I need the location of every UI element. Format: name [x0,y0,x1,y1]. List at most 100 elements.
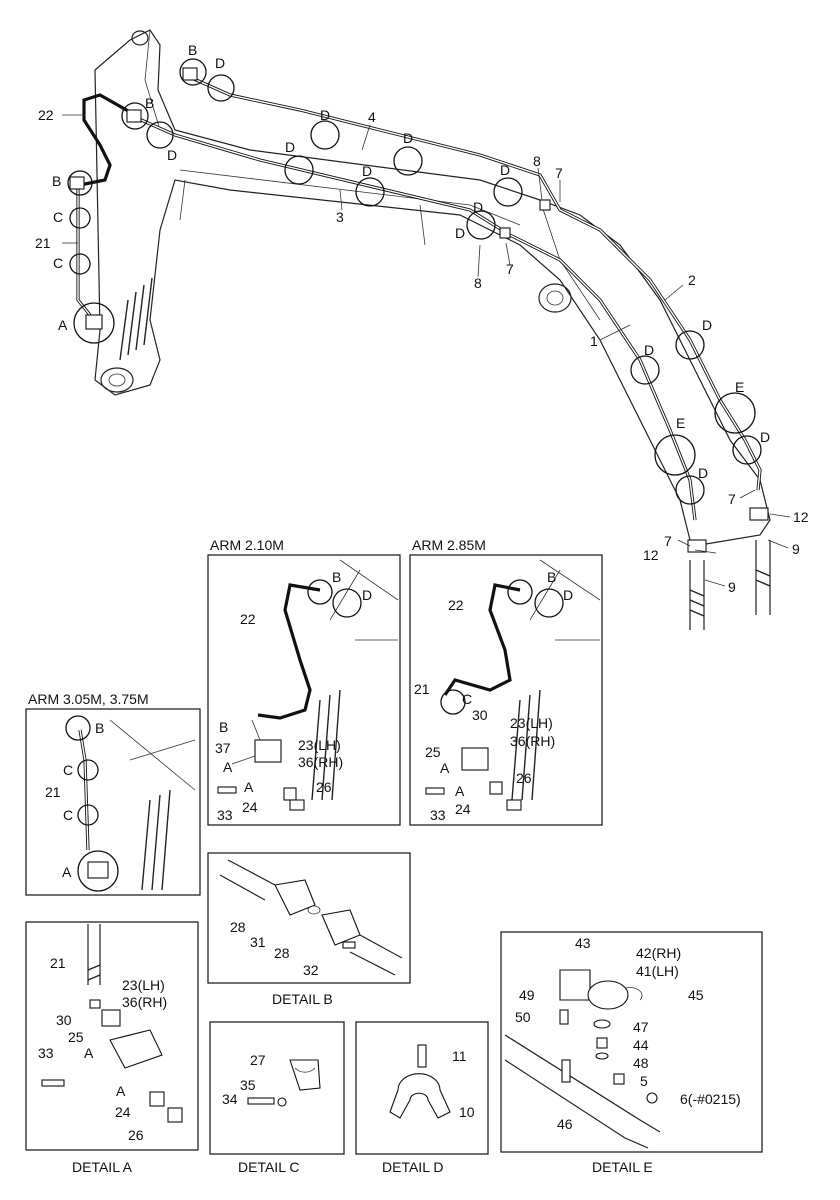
arm-3-05m-3-75m-inset: ARM 3.05M, 3.75M B C 21 C A [25,691,201,896]
callout-2: 2 [688,272,696,288]
callout-D: D [455,225,465,241]
callout-26: 26 [516,770,532,786]
callout-6-0215: 6(-#0215) [680,1091,741,1107]
callout-24: 24 [455,801,471,817]
callout-21: 21 [35,235,51,251]
callout-B: B [332,569,341,585]
callout-23-lh: 23(LH) [298,737,341,753]
callout-D: D [320,107,330,123]
callout-10: 10 [459,1104,475,1120]
callout-44: 44 [633,1037,649,1053]
inset-title-arm-2-10m: ARM 2.10M [210,537,284,553]
detail-d-label: DETAIL D [382,1159,443,1175]
detail-b-label: DETAIL B [272,991,333,1007]
detail-c-label: DETAIL C [238,1159,299,1175]
callout-26: 26 [128,1127,144,1143]
callout-A: A [455,783,465,799]
callout-31: 31 [250,934,266,950]
callout-50: 50 [515,1009,531,1025]
callout-33: 33 [430,807,446,823]
callout-46: 46 [557,1116,573,1132]
callout-35: 35 [240,1077,256,1093]
callout-E: E [676,415,685,431]
callout-B: B [188,42,197,58]
callout-7: 7 [555,165,563,181]
callout-A: A [62,864,72,880]
callout-D: D [285,139,295,155]
callout-21: 21 [414,681,430,697]
callout-34: 34 [222,1091,238,1107]
callout-3: 3 [336,209,344,225]
callout-32: 32 [303,962,319,978]
callout-41-lh: 41(LH) [636,963,679,979]
detail-b: 28 31 28 32 DETAIL B [207,852,411,1007]
callout-D: D [403,130,413,146]
callout-30: 30 [56,1012,72,1028]
callout-28: 28 [274,945,290,961]
callout-26: 26 [316,779,332,795]
callout-B: B [145,95,154,111]
arm-2-85m-inset: ARM 2.85M B D 22 21 C 30 23(LH) 36(RH) 2… [409,537,603,826]
detail-c: 27 35 34 DETAIL C [209,1021,345,1175]
callout-D: D [698,465,708,481]
callout-30: 30 [472,707,488,723]
callout-23-lh: 23(LH) [510,715,553,731]
detail-a: 21 23(LH) 36(RH) 30 25 A 33 A 24 26 DETA… [25,921,199,1175]
callout-D: D [702,317,712,333]
callout-A: A [440,760,450,776]
callout-24: 24 [242,799,258,815]
callout-9: 9 [728,579,736,595]
callout-D: D [215,55,225,71]
callout-E: E [735,379,744,395]
callout-33: 33 [217,807,233,823]
detail-e: 43 42(RH) 41(LH) 49 45 50 47 44 48 5 6(-… [500,931,763,1175]
callout-42-rh: 42(RH) [636,945,681,961]
callout-22: 22 [38,107,54,123]
callout-22: 22 [448,597,464,613]
inset-title-arm-2-85m: ARM 2.85M [412,537,486,553]
callout-11: 11 [452,1048,467,1064]
callout-B: B [95,720,104,736]
callout-48: 48 [633,1055,649,1071]
callout-37: 37 [215,740,231,756]
callout-47: 47 [633,1019,649,1035]
detail-e-label: DETAIL E [592,1159,653,1175]
callout-22: 22 [240,611,256,627]
callout-D: D [563,587,573,603]
callout-43: 43 [575,935,591,951]
callout-9: 9 [792,541,800,557]
callout-5: 5 [640,1073,648,1089]
callout-D: D [167,147,177,163]
callout-D: D [362,163,372,179]
inset-title-arm-3-05m: ARM 3.05M, 3.75M [28,691,149,707]
callout-C: C [462,691,472,707]
callout-D: D [362,587,372,603]
callout-27: 27 [250,1052,266,1068]
callout-C: C [53,255,63,271]
callout-24: 24 [115,1104,131,1120]
callout-4: 4 [368,109,376,125]
detail-a-label: DETAIL A [72,1159,133,1175]
main-boom-view: B D 22 B D B C 21 C A D 4 D D D 3 D 8 7 … [35,29,809,630]
callout-A: A [223,759,233,775]
callout-A: A [84,1045,94,1061]
callout-A: A [58,317,68,333]
callout-21: 21 [45,784,61,800]
callout-12: 12 [793,509,809,525]
callout-8: 8 [533,153,541,169]
callout-1: 1 [590,333,598,349]
callout-D: D [473,199,483,215]
callout-A: A [116,1083,126,1099]
callout-C: C [63,762,73,778]
callout-D: D [644,342,654,358]
callout-7: 7 [728,491,736,507]
callout-B: B [219,719,228,735]
callout-12: 12 [643,547,659,563]
callout-7: 7 [506,261,514,277]
detail-d: 11 10 DETAIL D [355,1021,489,1175]
callout-C: C [63,807,73,823]
callout-36-rh: 36(RH) [122,994,167,1010]
callout-36-rh: 36(RH) [298,754,343,770]
callout-25: 25 [68,1029,84,1045]
callout-7: 7 [664,533,672,549]
